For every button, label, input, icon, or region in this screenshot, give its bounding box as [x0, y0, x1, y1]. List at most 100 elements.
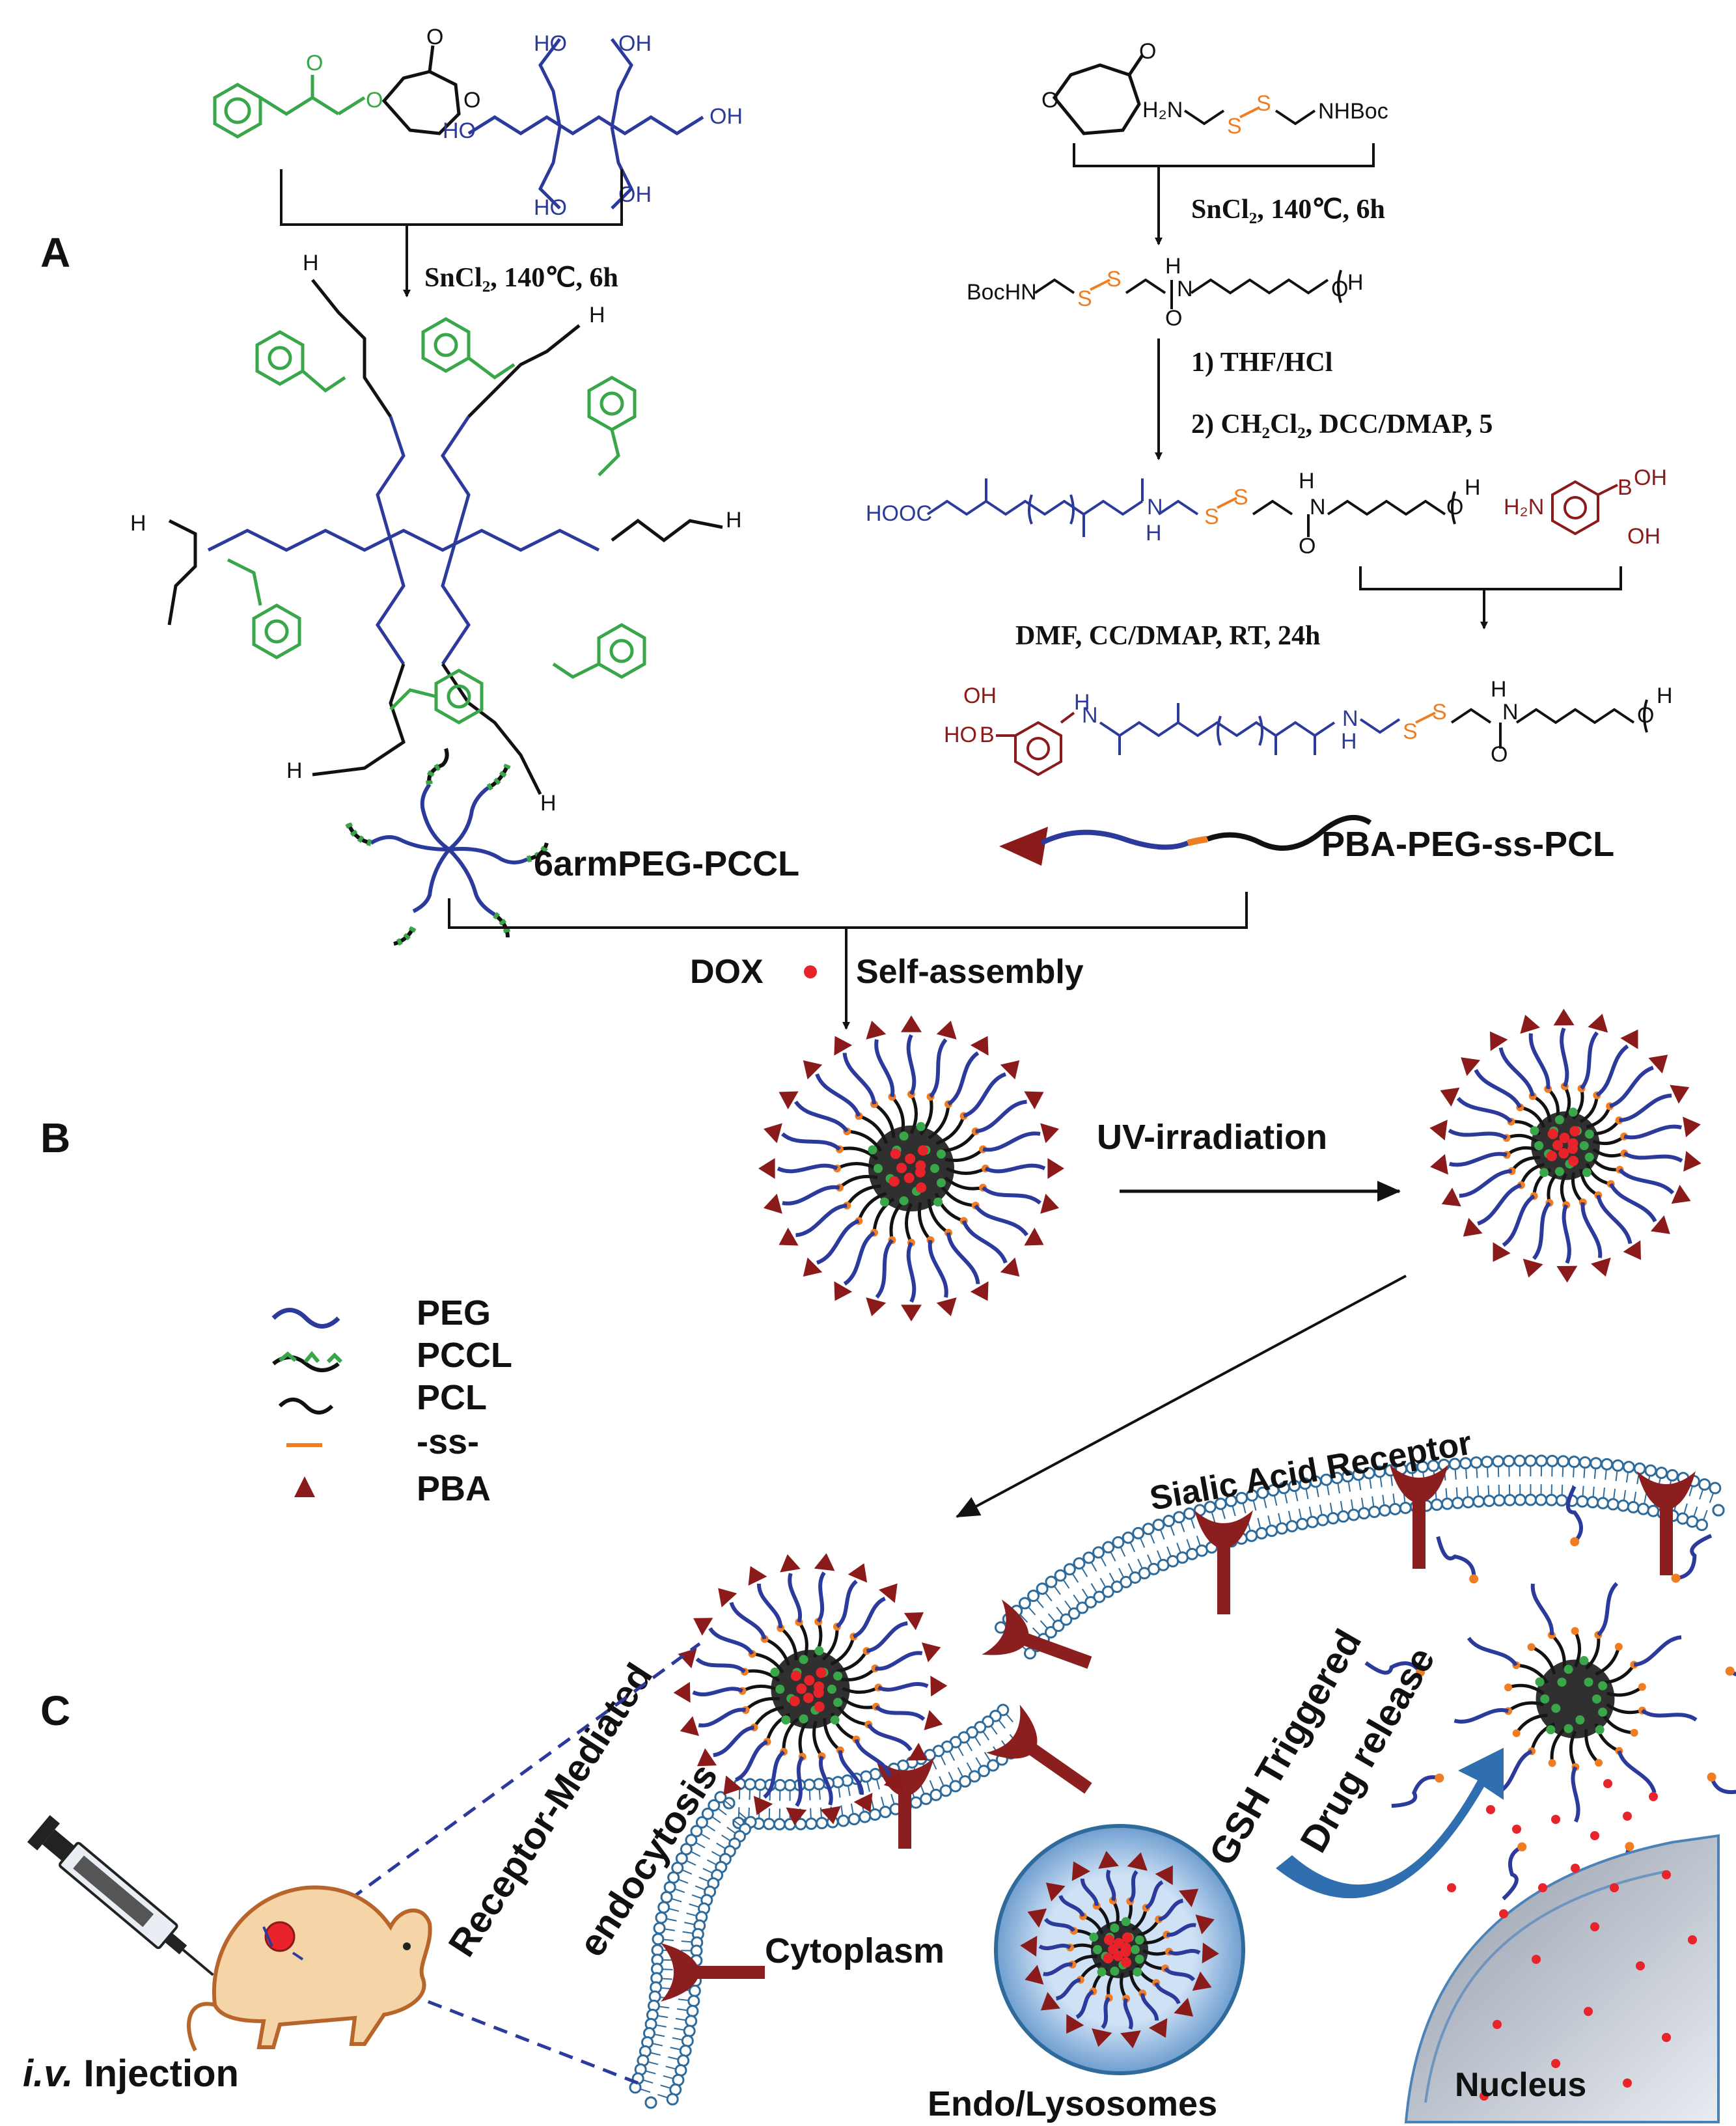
lipid-tail [1099, 1577, 1107, 1588]
lipid-tail [1699, 1489, 1704, 1500]
lipid-head [987, 1759, 1000, 1772]
lipid-head [1606, 1498, 1619, 1511]
pccl-crosslink [1133, 1967, 1142, 1977]
legend-peg-label: PEG [417, 1293, 491, 1332]
pba-peg-ss-pcl-structure: OH HO B H N H N S S [944, 677, 1673, 777]
svg-text:H: H [1465, 475, 1481, 500]
peg-chain [782, 1185, 840, 1206]
pba-ligand [1127, 1852, 1148, 1871]
lipid-head [1644, 1464, 1657, 1477]
lipid-tail [1071, 1573, 1079, 1583]
right-reagent-1: SnCl₂, 140℃, 6h [1191, 195, 1385, 225]
lipid-tail [1392, 1493, 1396, 1504]
panel-label-b: B [40, 1114, 70, 1161]
pba-ligand [803, 1060, 823, 1080]
star-polymer-label: 6armPEG-PCCL [534, 844, 799, 883]
lipid-head [1503, 1493, 1516, 1506]
legend-peg-swatch [271, 1308, 340, 1329]
pba-ligand [696, 1748, 717, 1767]
endo-lysosomes-label: Endo/Lysosomes [928, 2084, 1217, 2123]
lipid-tail [1316, 1486, 1319, 1497]
released-dox [1447, 1779, 1697, 2101]
lipid-head [1430, 1498, 1443, 1512]
lipid-tail [650, 2052, 661, 2056]
right-reagent-step1: 1) THF/HCl [1191, 348, 1332, 378]
ss-linker [1571, 1627, 1579, 1635]
pccl-crosslink [1535, 1677, 1545, 1687]
pba-ligand [1441, 1187, 1461, 1207]
pba-ligand [866, 1297, 887, 1316]
peg-chain [1163, 1967, 1196, 1981]
lipid-tail [717, 1808, 727, 1815]
dox-molecule [1480, 2091, 1489, 2101]
lipid-tail [668, 2056, 679, 2060]
lipid-head [679, 2044, 692, 2057]
pba-ligand [847, 1563, 868, 1583]
linear-polymer-icon [999, 815, 1372, 866]
lipid-tail [966, 1762, 973, 1773]
ss-linker [1435, 1773, 1444, 1783]
pba-ligand [1045, 1882, 1066, 1902]
peg-chain [877, 1681, 929, 1692]
disassembled-micelle [1364, 1485, 1736, 1901]
free-peg-fragment [1709, 1776, 1736, 1795]
pba-ligand [764, 1193, 782, 1214]
lipid-head [685, 2015, 698, 2028]
lipid-head [1163, 1514, 1176, 1527]
pba-ligand [680, 1716, 699, 1736]
svg-text:H: H [1299, 469, 1315, 493]
targeting-arrow [956, 1275, 1407, 1518]
legend: PEG PCCL PCL -ss- PBA [271, 1293, 512, 1508]
lipid-tail [948, 1750, 956, 1761]
peg-chain [777, 1163, 838, 1174]
pba-ligand [1489, 1031, 1508, 1051]
peg-chain [874, 1651, 923, 1671]
lipid-tail [716, 1842, 726, 1849]
dox-payload [1103, 1935, 1114, 1946]
lipid-tail [1110, 1551, 1116, 1562]
release-arrow [1276, 1748, 1504, 1899]
lipid-head [695, 1816, 708, 1829]
lipid-head [666, 2093, 679, 2106]
lipid-tail [1267, 1515, 1271, 1526]
lipid-tail [1371, 1496, 1375, 1507]
peg-chain [698, 1707, 747, 1728]
lipid-head [1045, 1575, 1058, 1588]
lipid-tail [659, 2006, 670, 2009]
peg-chain [816, 1219, 860, 1265]
ss-linker [1595, 1759, 1603, 1767]
micelle-core [1091, 1921, 1148, 1978]
dox-payload [790, 1670, 801, 1681]
svg-text:OH: OH [963, 683, 997, 708]
lipid-tail [966, 1741, 973, 1752]
lipid-head [1627, 1500, 1640, 1513]
lipid-tail [661, 1978, 672, 1980]
lipid-head [1483, 1495, 1496, 1508]
lipid-head [1388, 1502, 1401, 1515]
lipid-tail [672, 2037, 683, 2041]
pba-ligand [758, 1158, 775, 1179]
peg-chain [1128, 1870, 1138, 1903]
lipid-tail [1284, 1493, 1288, 1504]
micelle-after-uv [1429, 1008, 1702, 1283]
lipid-head [968, 1770, 981, 1783]
lipid-head [1617, 1499, 1630, 1512]
cytoplasm-label: Cytoplasm [765, 1931, 944, 1970]
peg-chain [1641, 1709, 1698, 1722]
lipid-tail [838, 1787, 841, 1798]
svg-text:O: O [1331, 277, 1348, 301]
pccl-crosslink [1540, 1694, 1550, 1704]
dox-molecule [1688, 1935, 1697, 1944]
lipid-head [1368, 1505, 1381, 1518]
svg-text:O: O [1165, 306, 1182, 331]
pccl-crosslink [874, 1164, 883, 1173]
ss-linker [1548, 1759, 1556, 1767]
peg-chain [1449, 1152, 1508, 1167]
pccl-crosslink [833, 1698, 843, 1707]
lipid-tail [1109, 1573, 1116, 1583]
ss-linker [1517, 1842, 1527, 1852]
svg-text:O: O [1299, 534, 1316, 559]
lipid-head [1142, 1523, 1155, 1536]
svg-text:H: H [303, 251, 319, 275]
right-reagent-step2: 2) CH₂Cl₂, DCC/DMAP, 5 [1191, 409, 1493, 439]
